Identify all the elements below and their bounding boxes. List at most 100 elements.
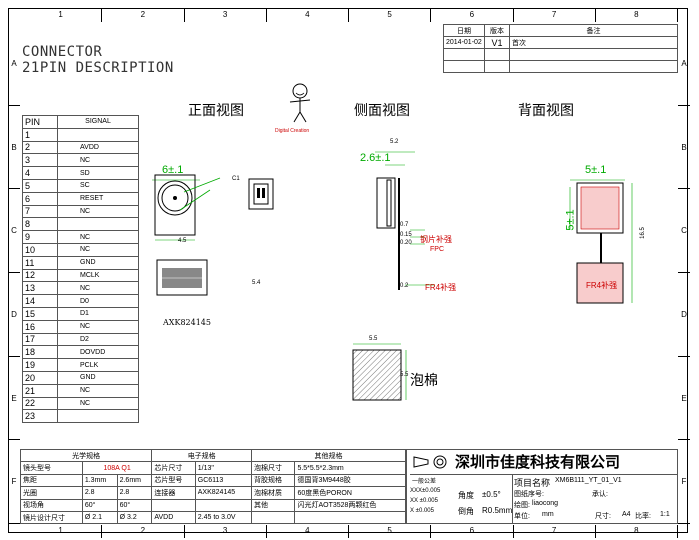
back-view-title: 背面视图	[518, 103, 574, 119]
foam-dim-w: 5.5	[369, 336, 378, 342]
pin-row: 1	[22, 127, 139, 142]
pin-signal: GND	[57, 370, 139, 385]
spec-header-optical: 光学规格	[19, 448, 153, 463]
title-block	[406, 449, 678, 524]
pin-number: 16	[22, 319, 58, 334]
pin-signal: DOVDD	[57, 345, 139, 360]
pin-number: 1	[22, 127, 58, 142]
pin-signal: MCLK	[57, 268, 139, 283]
spec-cell: AXK824145	[194, 486, 253, 500]
pin-signal: GND	[57, 255, 139, 270]
ruler-cell: 1	[20, 9, 103, 22]
connector-icon	[248, 178, 274, 210]
ruler-cell: F	[8, 440, 20, 525]
side-dim-top: 2.6±.1	[360, 152, 391, 164]
pin-signal: NC	[57, 396, 139, 411]
pin-number: 8	[22, 217, 58, 232]
spec-cell: 2.6mm	[116, 473, 153, 488]
pin-header: PIN	[22, 115, 58, 129]
unit-label: 单位:	[514, 513, 530, 520]
stick-figure-logo	[289, 83, 311, 123]
pin-number: 22	[22, 396, 58, 411]
chamfer-value: R0.5mm	[482, 506, 513, 515]
ruler-cell: E	[678, 357, 690, 441]
spec-header-other: 其他规格	[251, 448, 406, 463]
spec-cell	[294, 510, 406, 525]
pin-signal: AVDD	[57, 140, 139, 155]
spec-cell: 1/13"	[194, 461, 253, 475]
ruler-cell: 6	[431, 9, 514, 22]
front-view-drawing	[152, 174, 221, 296]
side-dim-a: 0.7	[400, 222, 409, 228]
spec-header-electronic: 电子规格	[151, 448, 253, 463]
foam-dim-h: 5.5	[400, 372, 409, 378]
side-dim-d: 0.2	[400, 283, 409, 289]
spec-cell: 视场角	[20, 498, 83, 512]
ruler-cell: 3	[185, 9, 267, 22]
ruler-cell: A	[8, 22, 20, 106]
pin-row: 23	[22, 409, 139, 424]
spec-cell: 泡棉材质	[251, 486, 296, 500]
pin-number: 18	[22, 345, 58, 360]
pin-signal: SC	[57, 178, 139, 193]
drafter-label: 绘图:	[514, 502, 530, 509]
foam-drawing	[352, 343, 407, 401]
ruler-cell: B	[678, 106, 690, 190]
drafter-value: liaocong	[532, 500, 559, 507]
steel-note: 钢片补强	[420, 235, 452, 244]
project-value: XM6B111_YT_01_V1	[555, 477, 622, 484]
spec-cell: 闪光灯AOT3528两颗红色	[294, 498, 406, 512]
pin-signal	[57, 127, 139, 142]
front-dim-top: 6±.1	[162, 164, 184, 176]
spec-cell: 德国背3M9448胶	[294, 473, 406, 488]
pin-signal: D2	[57, 332, 139, 347]
connector-model-label: AXK824145	[163, 318, 211, 327]
spec-cell: 背胶规格	[251, 473, 296, 488]
spec-table: 光学规格 电子规格 其他规格 镜头型号 108A Q1 芯片尺寸 1/13" 泡…	[19, 448, 406, 525]
rev-header: 日期	[443, 24, 485, 37]
ruler-cell: 5	[349, 9, 432, 22]
spec-cell: 60°	[116, 498, 153, 512]
ruler-cell: 2	[102, 525, 185, 538]
pin-signal: NC	[57, 242, 139, 257]
pin-number: 21	[22, 383, 58, 398]
title-vdivider	[512, 474, 513, 524]
spec-cell: 108A Q1	[81, 461, 153, 475]
pin-number: 11	[22, 255, 58, 270]
front-view-title: 正面视图	[188, 103, 244, 119]
spec-cell: 其他	[251, 498, 296, 512]
pin-signal: NC	[57, 281, 139, 296]
rev-note: 首次	[509, 36, 678, 49]
spec-cell: AVDD	[151, 510, 196, 525]
pin-signal: D1	[57, 306, 139, 321]
ruler-cell: D	[8, 273, 20, 357]
pin-number: 12	[22, 268, 58, 283]
logo-text: Digital Creation	[275, 128, 310, 134]
pin-number: 6	[22, 191, 58, 206]
chamfer-label: 倒角	[458, 507, 474, 516]
ruler-cell: B	[8, 106, 20, 190]
pin-signal: NC	[57, 319, 139, 334]
spec-cell: GC6113	[194, 473, 253, 488]
pin-row: 8	[22, 217, 139, 232]
ruler-cell: 8	[596, 525, 678, 538]
side-dim-c: 0.20	[400, 240, 412, 246]
signal-header: SIGNAL	[57, 115, 139, 129]
ruler-cell: 7	[514, 525, 596, 538]
pin-signal: RESET	[57, 191, 139, 206]
pin-number: 3	[22, 153, 58, 168]
approve-label: 承认:	[592, 491, 608, 498]
pin-number: 7	[22, 204, 58, 219]
spec-cell	[151, 498, 196, 512]
back-dim-h: 16.5	[639, 227, 646, 239]
